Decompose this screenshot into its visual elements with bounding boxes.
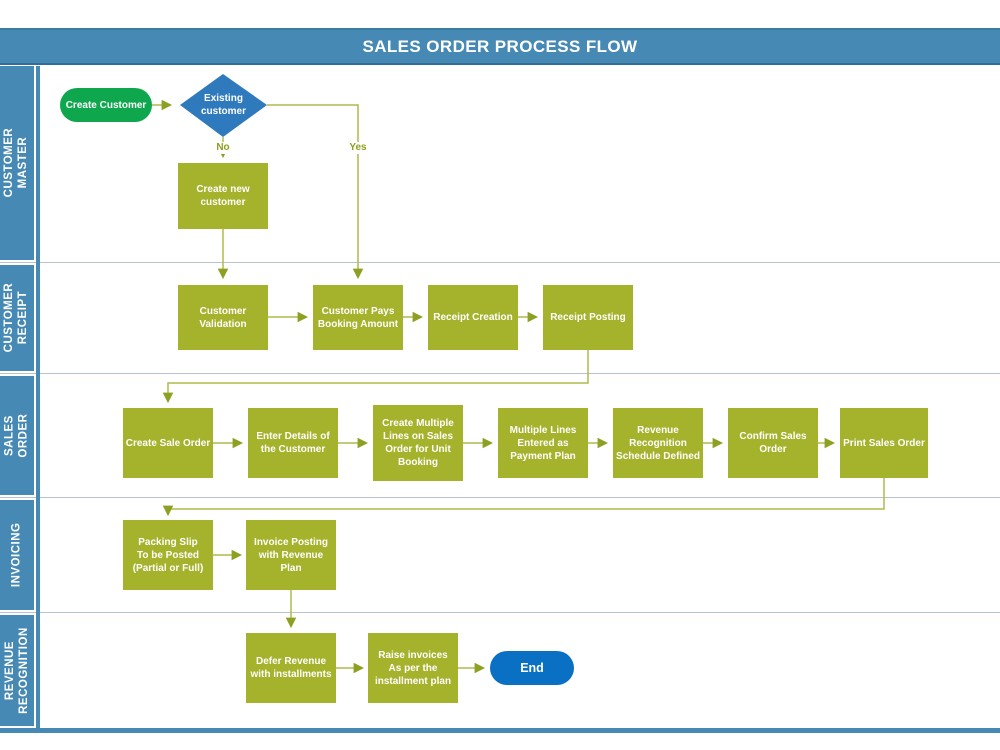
lane-label-customer-receipt: CUSTOMER RECEIPT [3,283,30,353]
edge-print-to-packingslip [162,478,885,517]
process-node-receipt-posting: Receipt Posting [543,285,633,350]
start-node-create-customer: Create Customer [60,88,152,122]
process-node-create-sale-order: Create Sale Order [123,408,213,478]
bottom-border-bar [0,728,1000,733]
decision-node-existing-customer: Existing customer [200,93,246,117]
process-node-packing-slip: Packing Slip To be Posted (Partial or Fu… [123,520,213,590]
edge-posting-to-createsaleorder [162,350,589,404]
edge-label-no: No [208,142,238,154]
process-node-customer-validation: Customer Validation [178,285,268,350]
process-node-defer-revenue: Defer Revenue with installments [246,633,336,703]
edge-label-yes: Yes [342,142,374,154]
process-node-customer-pays-booking: Customer Pays Booking Amount [313,285,403,350]
lane-label-invoicing: INVOICING [10,522,23,588]
lane-sales-order: SALES ORDER [0,376,34,495]
process-node-print-sales-order: Print Sales Order [840,408,928,478]
edge-decision-yes [267,104,364,280]
title-banner: SALES ORDER PROCESS FLOW [0,28,1000,65]
process-node-revenue-recognition-schedule: Revenue Recognition Schedule Defined [613,408,703,478]
lane-column-stripe [36,66,40,733]
process-node-invoice-posting: Invoice Posting with Revenue Plan [246,520,336,590]
lane-revenue-recognition: REVENUE RECOGNITION [0,615,34,726]
lane-label-customer-master: CUSTOMER MASTER [3,128,30,198]
process-node-multiple-lines-entered: Multiple Lines Entered as Payment Plan [498,408,588,478]
lane-label-revenue-recognition: REVENUE RECOGNITION [3,627,30,714]
lane-divider [0,373,1000,374]
lane-divider [0,497,1000,498]
lane-divider [0,262,1000,263]
lane-label-sales-order: SALES ORDER [3,413,29,458]
process-node-create-new-customer: Create new customer [178,163,268,229]
process-node-create-multiple-lines: Create Multiple Lines on Sales Order for… [373,405,463,481]
lane-divider [0,612,1000,613]
lane-customer-master: CUSTOMER MASTER [0,66,34,260]
process-node-receipt-creation: Receipt Creation [428,285,518,350]
process-node-confirm-sales-order: Confirm Sales Order [728,408,818,478]
lane-customer-receipt: CUSTOMER RECEIPT [0,265,34,371]
lane-invoicing: INVOICING [0,500,34,610]
process-node-enter-details: Enter Details of the Customer [248,408,338,478]
process-node-raise-invoices: Raise invoices As per the installment pl… [368,633,458,703]
page-title: SALES ORDER PROCESS FLOW [362,36,638,56]
end-node: End [490,651,574,685]
